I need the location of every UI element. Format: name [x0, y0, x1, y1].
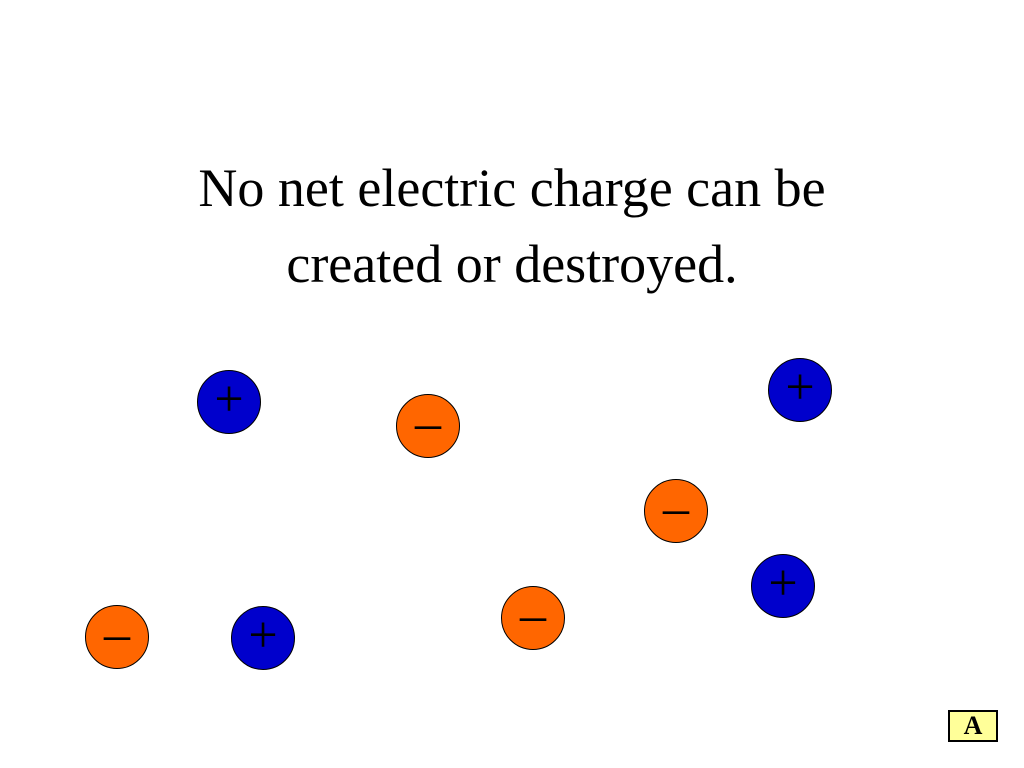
- negative-charge: –: [85, 605, 149, 669]
- plus-icon: +: [214, 371, 244, 428]
- positive-charge: +: [197, 370, 261, 434]
- negative-charge: –: [396, 394, 460, 458]
- plus-icon: +: [248, 607, 278, 664]
- minus-icon: –: [104, 606, 130, 663]
- plus-icon: +: [785, 359, 815, 416]
- negative-charge: –: [501, 586, 565, 650]
- minus-icon: –: [663, 480, 689, 537]
- positive-charge: +: [751, 554, 815, 618]
- slide-title-line-2: created or destroyed.: [286, 234, 738, 294]
- slide-title-line-1: No net electric charge can be: [198, 158, 826, 218]
- minus-icon: –: [415, 395, 441, 452]
- plus-icon: +: [768, 555, 798, 612]
- positive-charge: +: [768, 358, 832, 422]
- slide-title: No net electric charge can be created or…: [0, 150, 1024, 302]
- negative-charge: –: [644, 479, 708, 543]
- positive-charge: +: [231, 606, 295, 670]
- minus-icon: –: [520, 587, 546, 644]
- answer-button[interactable]: A: [948, 710, 998, 742]
